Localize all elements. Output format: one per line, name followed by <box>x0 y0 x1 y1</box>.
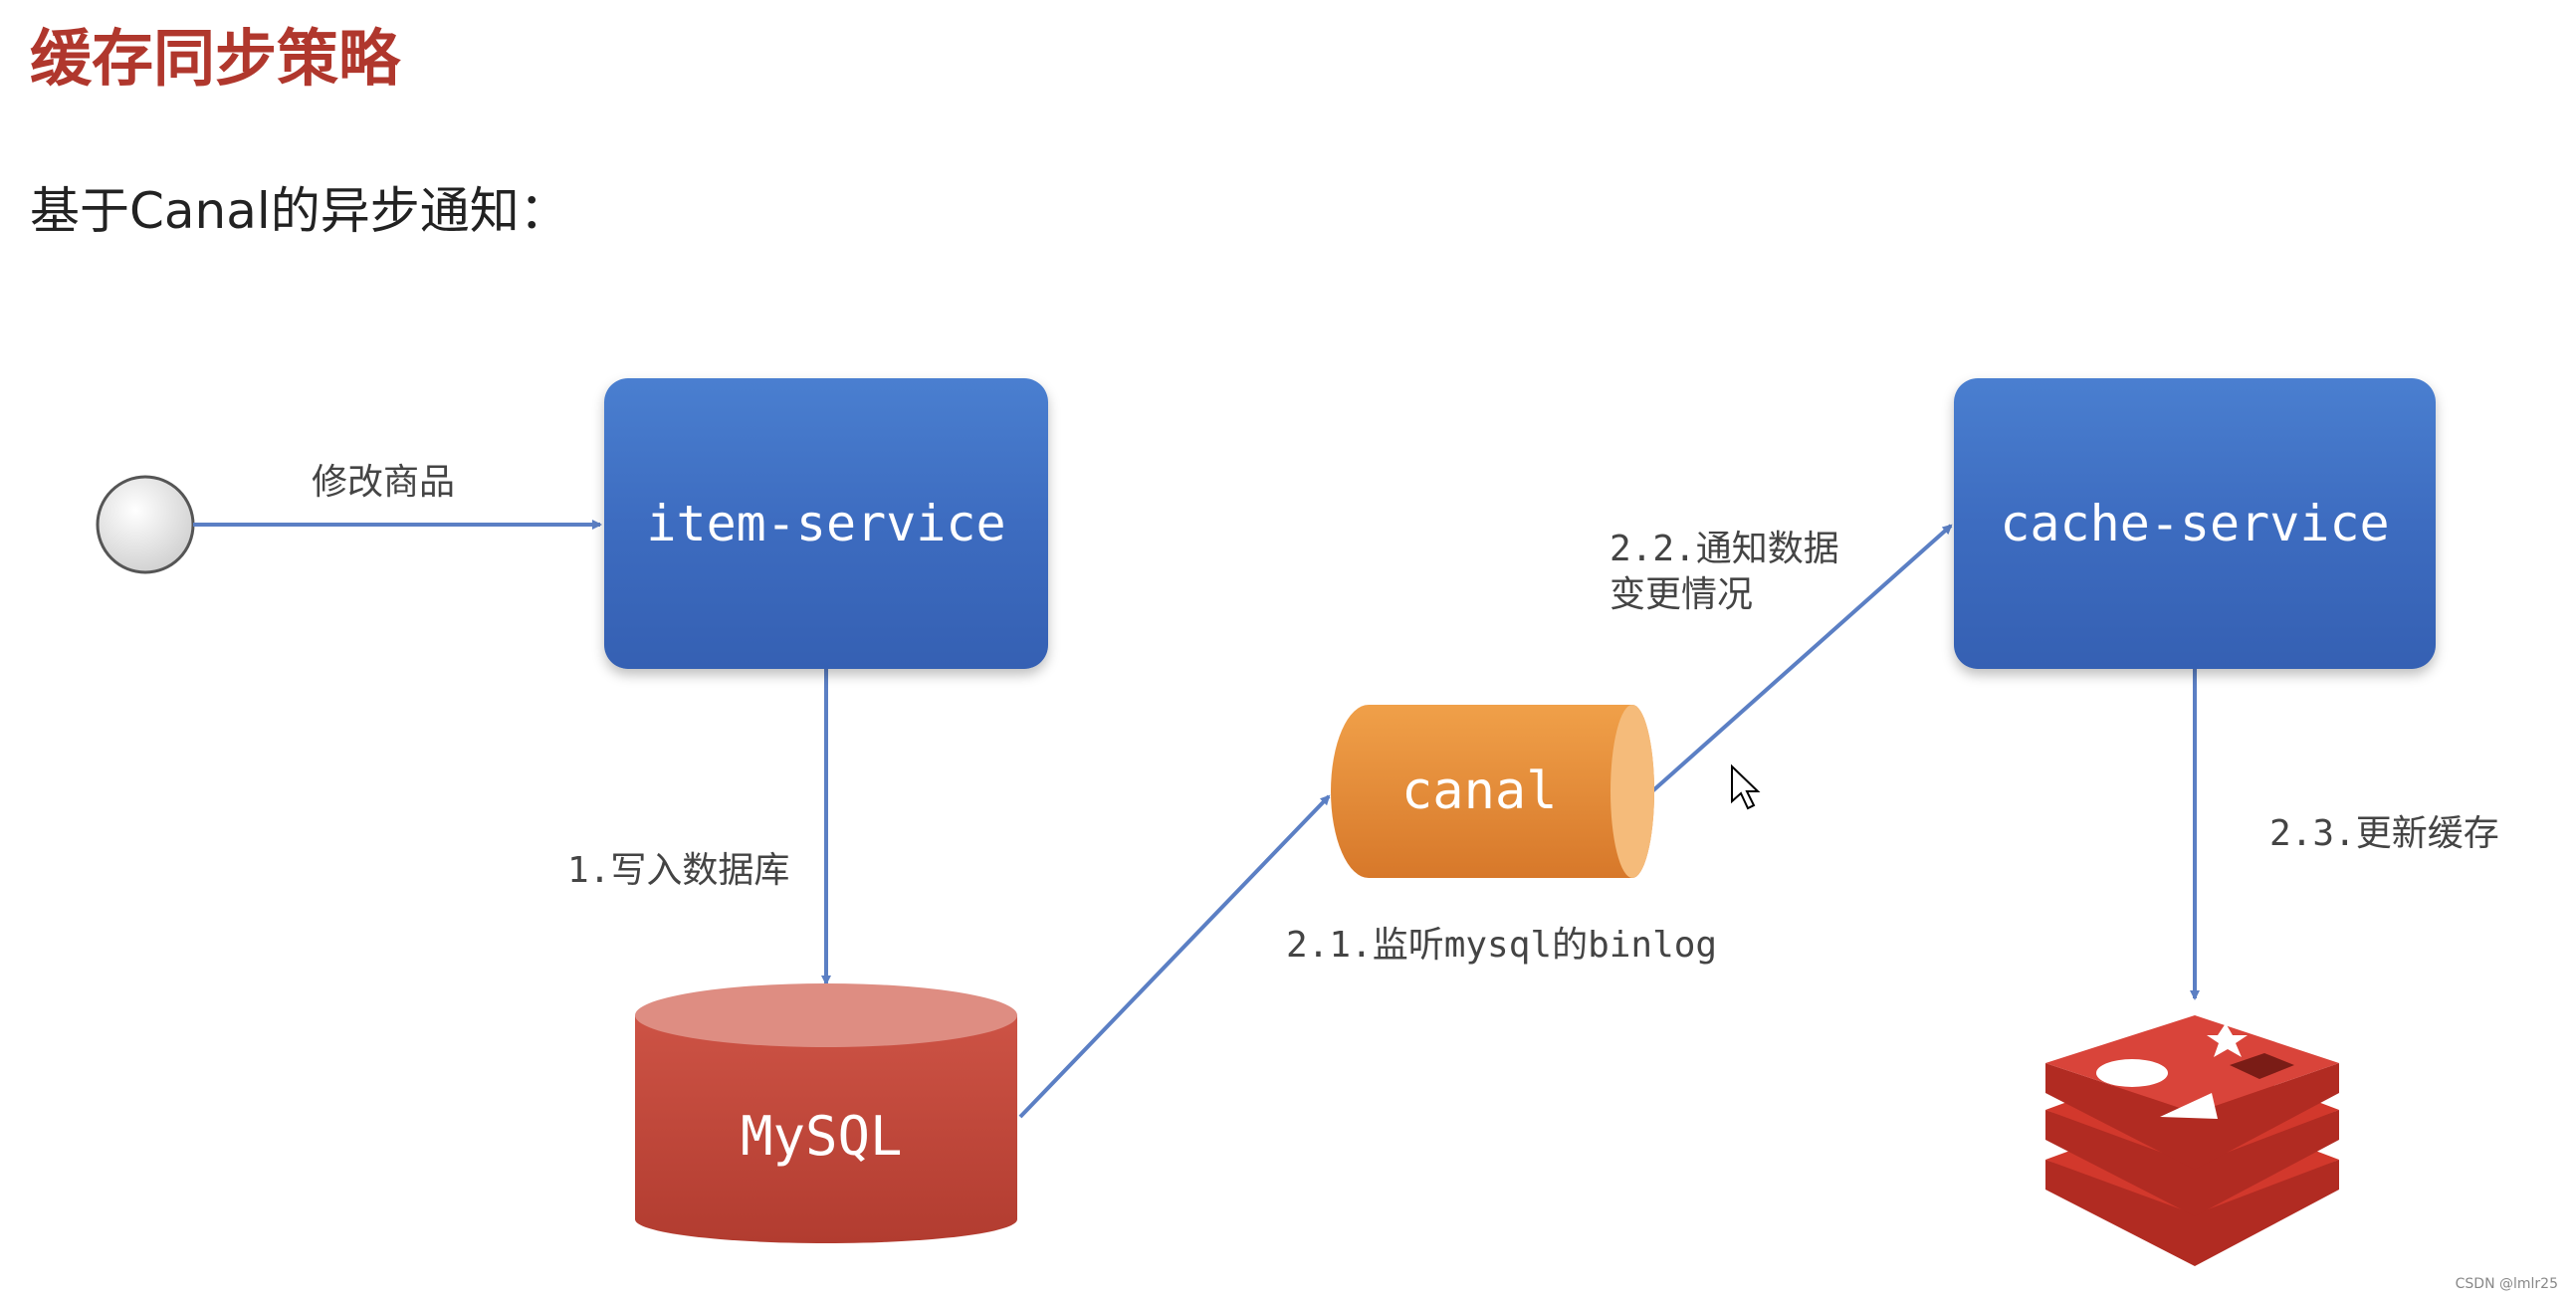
edge-label-notify-change-2: 变更情况 <box>1610 574 1754 615</box>
mysql-label: MySQL <box>741 1105 903 1168</box>
item-service-node: item-service <box>604 378 1048 669</box>
watermark: CSDN @lmlr25 <box>2455 1276 2558 1292</box>
cache-service-node: cache-service <box>1954 378 2436 669</box>
cache-service-label: cache-service <box>2000 495 2390 552</box>
edge-label-notify-change-1: 2.2.通知数据 <box>1610 529 1839 569</box>
edge-label-listen-binlog: 2.1.监听mysql的binlog <box>1286 925 1718 966</box>
mouse-cursor-icon <box>1731 763 1761 810</box>
page-subtitle: 基于Canal的异步通知： <box>30 182 569 240</box>
canal-cylinder <box>1331 705 1654 878</box>
edge-label-write-db: 1.写入数据库 <box>567 850 790 891</box>
canal-label: canal <box>1401 761 1558 821</box>
actor-circle-icon <box>96 475 195 574</box>
arrow-notify-change <box>1650 524 1953 793</box>
item-service-label: item-service <box>646 495 1006 552</box>
edge-label-update-cache: 2.3.更新缓存 <box>2269 813 2499 854</box>
arrow-listen-binlog <box>1018 794 1331 1119</box>
edge-label-modify-product: 修改商品 <box>312 462 456 503</box>
page-title: 缓存同步策略 <box>30 22 401 95</box>
redis-icon <box>2045 1015 2339 1266</box>
mysql-cylinder <box>635 983 1017 1243</box>
